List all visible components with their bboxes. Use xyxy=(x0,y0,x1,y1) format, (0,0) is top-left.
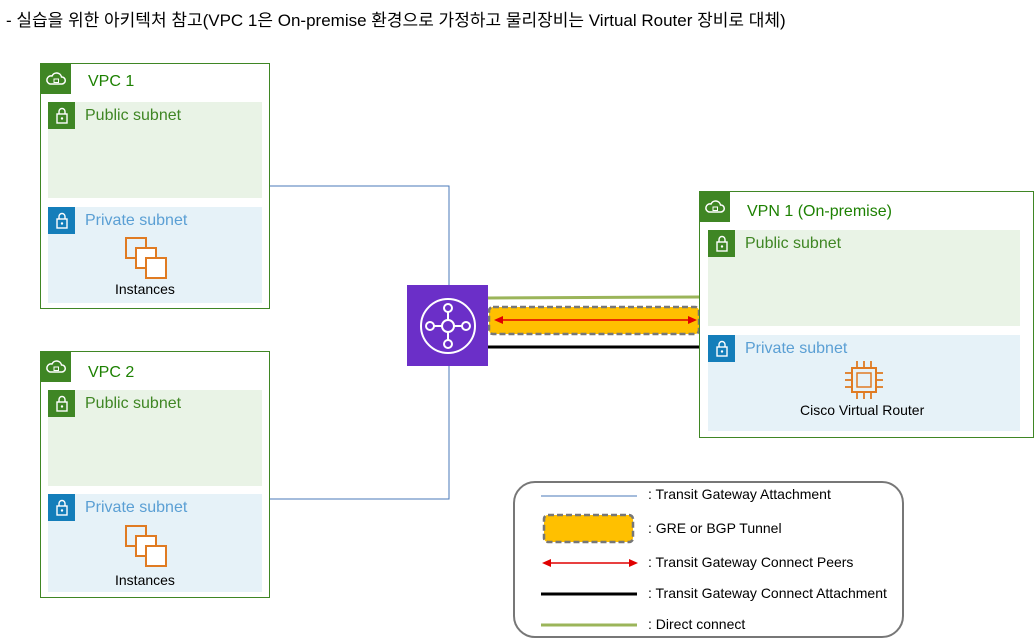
cloud-icon xyxy=(41,352,71,382)
vpn1-container: VPN 1 (On-premise) Public subnet Private… xyxy=(699,191,1034,438)
page-title: - 실습을 위한 아키텍처 참고(VPC 1은 On-premise 환경으로 … xyxy=(6,11,786,30)
legend-peers-arrow-right xyxy=(629,559,638,567)
legend-connect-attachment-label: : Transit Gateway Connect Attachment xyxy=(648,585,887,601)
vpc2-private-subnet: Private subnet Instances xyxy=(48,494,262,592)
transit-gateway-icon xyxy=(407,285,488,366)
cisco-router-label: Cisco Virtual Router xyxy=(800,402,925,418)
private-subnet-label: Private subnet xyxy=(85,499,188,516)
lock-icon xyxy=(48,494,75,521)
legend-gre-bgp-tunnel-label: : GRE or BGP Tunnel xyxy=(648,520,782,536)
lock-icon xyxy=(708,335,735,362)
vpc1-private-subnet: Private subnet Instances xyxy=(48,207,262,303)
instances-icon xyxy=(124,524,170,573)
instances-label: Instances xyxy=(115,281,175,297)
lock-icon xyxy=(48,207,75,234)
vpc2-public-subnet: Public subnet xyxy=(48,390,262,486)
vpc1-public-subnet: Public subnet xyxy=(48,102,262,198)
legend-tunnel-symbol xyxy=(542,513,635,544)
vpn1-label: VPN 1 (On-premise) xyxy=(747,203,892,220)
instances-icon xyxy=(124,236,170,285)
lock-icon xyxy=(708,230,735,257)
chip-icon xyxy=(842,358,886,407)
private-subnet-label: Private subnet xyxy=(85,212,188,229)
legend-connect-peers-label: : Transit Gateway Connect Peers xyxy=(648,554,854,570)
instances-label: Instances xyxy=(115,572,175,588)
vpc1-label: VPC 1 xyxy=(88,73,135,90)
legend-direct-connect-label: : Direct connect xyxy=(648,616,746,632)
vpc2-attachment-line xyxy=(270,366,450,500)
legend-peers-arrow-left xyxy=(542,559,551,567)
vpc2-container: VPC 2 Public subnet Private subnet Insta… xyxy=(40,351,270,598)
cloud-icon xyxy=(41,64,71,94)
public-subnet-label: Public subnet xyxy=(85,395,182,412)
vpc1-container: VPC 1 Public subnet Private subnet Insta… xyxy=(40,63,270,309)
legend-tgw-attachment-label: : Transit Gateway Attachment xyxy=(648,486,831,502)
vpc2-label: VPC 2 xyxy=(88,364,135,381)
vpn1-private-subnet: Private subnet Cisco Virtual Router xyxy=(708,335,1020,431)
lock-icon xyxy=(48,102,75,129)
lock-icon xyxy=(48,390,75,417)
public-subnet-label: Public subnet xyxy=(745,235,842,252)
vpc1-attachment-line xyxy=(270,185,450,285)
vpn1-public-subnet: Public subnet xyxy=(708,230,1020,326)
public-subnet-label: Public subnet xyxy=(85,107,182,124)
cloud-icon xyxy=(700,192,730,222)
legend xyxy=(513,481,904,638)
direct-connect-line xyxy=(487,295,701,300)
private-subnet-label: Private subnet xyxy=(745,340,848,357)
connect-peers-arrow-right xyxy=(688,316,697,324)
connect-peers-arrow-left xyxy=(494,316,503,324)
